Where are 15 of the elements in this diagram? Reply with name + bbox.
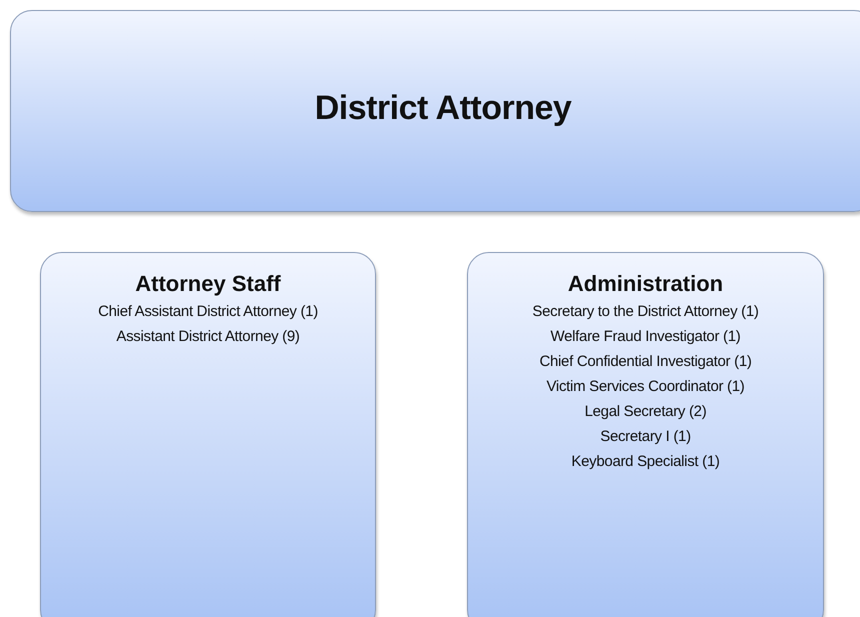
position-text: Legal Secretary (2) [584,403,708,421]
title-box [10,10,860,212]
position-text: Assistant District Attorney (9) [115,328,301,346]
box-heading: District Attorney [314,89,572,128]
position-text: Chief Confidential Investigator (1) [538,353,753,371]
position-text: Keyboard Specialist (1) [570,453,721,471]
position-text: Chief Assistant District Attorney (1) [97,303,319,321]
position-text: Secretary to the District Attorney (1) [531,303,760,321]
box-heading: Attorney Staff [134,271,282,297]
box-heading: Administration [566,271,724,297]
position-text: Secretary I (1) [599,428,692,446]
position-text: Welfare Fraud Investigator (1) [550,328,742,346]
department-box [40,252,376,617]
position-text: Victim Services Coordinator (1) [546,378,746,396]
department-box [467,252,824,617]
